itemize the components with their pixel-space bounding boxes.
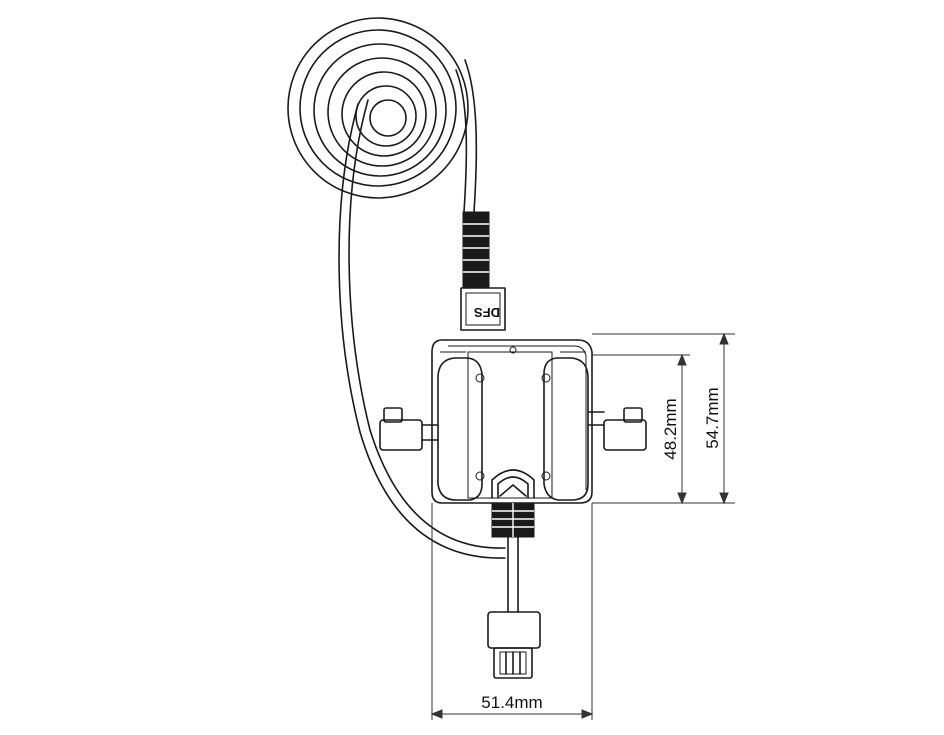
lower-cable [507,536,519,613]
left-side-pad [437,357,483,501]
dimension-54-7-line [719,332,729,505]
dimension-48-2-line [677,353,687,505]
bottom-cable-exit [491,469,535,499]
cable-to-top-connector [455,59,478,213]
dimension-extension-lines [431,333,735,720]
right-clip [587,407,647,451]
dimension-51-4-line [430,709,594,719]
coiled-cable [287,17,469,199]
connector-marking: DFS [474,305,500,320]
right-side-pad [543,357,589,501]
dimension-height-outer-label: 54.7mm [703,387,722,448]
left-clip [379,407,439,451]
dimension-width-label: 51.4mm [481,693,542,712]
top-connector-plug: DFS [460,287,506,331]
bottom-strain-relief [491,502,535,538]
dimension-height-inner-label: 48.2mm [661,398,680,459]
top-strain-relief [462,211,490,289]
bottom-connector-plug [487,611,541,679]
long-cable [338,99,506,559]
main-housing [431,339,593,504]
